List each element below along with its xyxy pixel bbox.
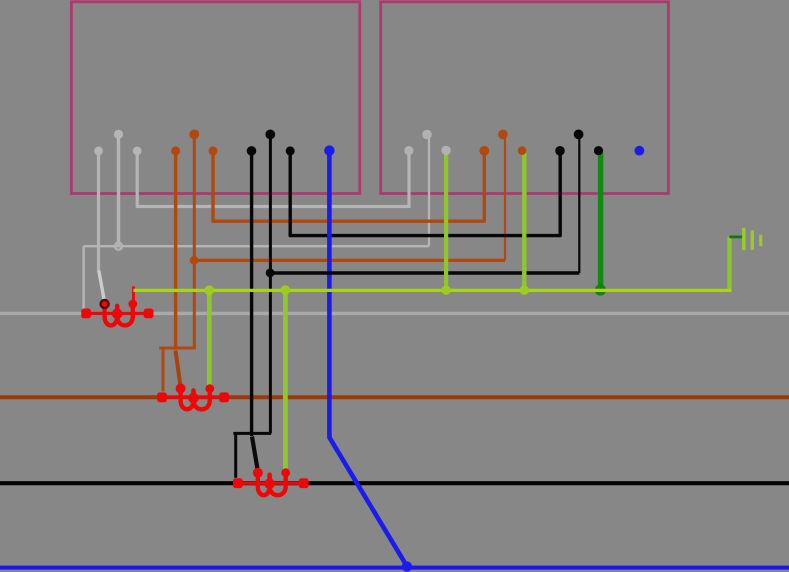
- junction-dot-chartreuse-2[interactable]: [280, 285, 291, 295]
- junction-dot-chartreuse-1[interactable]: [204, 285, 215, 296]
- pin-right-white-3[interactable]: [441, 145, 451, 156]
- red-component-1-stub-pin[interactable]: [128, 299, 138, 309]
- pin-left-black-3[interactable]: [285, 146, 295, 156]
- red-component-3-circle-pin[interactable]: [252, 467, 263, 478]
- red-component-1-left-terminal[interactable]: [81, 308, 91, 319]
- red-component-1-circle-pin: [101, 301, 108, 307]
- red-component-3-stub-pin[interactable]: [281, 468, 291, 478]
- pin-right-black-2[interactable]: [573, 129, 584, 140]
- red-component-3-left-terminal[interactable]: [232, 478, 243, 489]
- pin-left-black-1[interactable]: [246, 146, 257, 156]
- pin-left-white-3[interactable]: [132, 146, 142, 156]
- pin-left-blue[interactable]: [324, 145, 335, 156]
- pin-left-orange-1[interactable]: [171, 146, 181, 156]
- wire-black-1-diagonal[interactable]: [249, 436, 260, 471]
- junction-ring-white[interactable]: [113, 241, 124, 251]
- red-component-3-right-terminal[interactable]: [298, 478, 309, 489]
- pin-left-white-1[interactable]: [94, 146, 103, 156]
- pin-dots-layer: [94, 129, 645, 156]
- red-component-3-center-blob: [264, 478, 275, 490]
- wire-orange-3[interactable]: [211, 151, 486, 223]
- wire-white-a[interactable]: [135, 151, 411, 209]
- wire-white-c-diagonal[interactable]: [97, 270, 107, 303]
- pin-right-orange-1[interactable]: [479, 145, 490, 156]
- components-layer: [81, 298, 309, 498]
- pin-left-black-2[interactable]: [265, 129, 276, 140]
- pin-right-black-3[interactable]: [593, 146, 604, 156]
- pin-right-orange-3[interactable]: [517, 146, 527, 155]
- wire-orange-1-diagonal[interactable]: [173, 350, 183, 387]
- red-component-2-circle-pin[interactable]: [175, 383, 186, 394]
- pin-right-black-1[interactable]: [555, 146, 565, 156]
- red-component-2[interactable]: [157, 383, 229, 412]
- red-component-2-stub-pin[interactable]: [205, 384, 215, 393]
- wire-black-3[interactable]: [288, 151, 562, 238]
- junction-dot-black[interactable]: [265, 268, 275, 278]
- red-component-2-left-terminal[interactable]: [157, 392, 167, 403]
- junction-dot-chartreuse-3[interactable]: [441, 285, 451, 295]
- junction-dot-chartreuse-4[interactable]: [519, 285, 529, 295]
- connector-box-left[interactable]: [70, 0, 362, 195]
- pin-left-white-2[interactable]: [113, 129, 124, 139]
- pin-right-white-1[interactable]: [404, 146, 414, 156]
- junction-dot-orange[interactable]: [189, 255, 199, 265]
- pin-right-white-2[interactable]: [422, 129, 432, 140]
- red-component-1-right-terminal[interactable]: [143, 308, 154, 319]
- red-component-2-center-blob: [188, 392, 199, 404]
- pin-right-blue[interactable]: [634, 145, 645, 156]
- wire-blue[interactable]: [327, 151, 409, 568]
- junction-dot-blue[interactable]: [401, 561, 413, 572]
- pin-left-orange-3[interactable]: [208, 146, 218, 156]
- red-component-1-center-blob: [111, 308, 123, 320]
- red-component-2-right-terminal[interactable]: [219, 392, 229, 403]
- pin-left-orange-2[interactable]: [189, 129, 200, 140]
- red-component-1[interactable]: [81, 298, 154, 328]
- pin-right-orange-2[interactable]: [498, 129, 508, 140]
- wires-layer: [0, 134, 789, 572]
- red-component-3[interactable]: [232, 467, 309, 498]
